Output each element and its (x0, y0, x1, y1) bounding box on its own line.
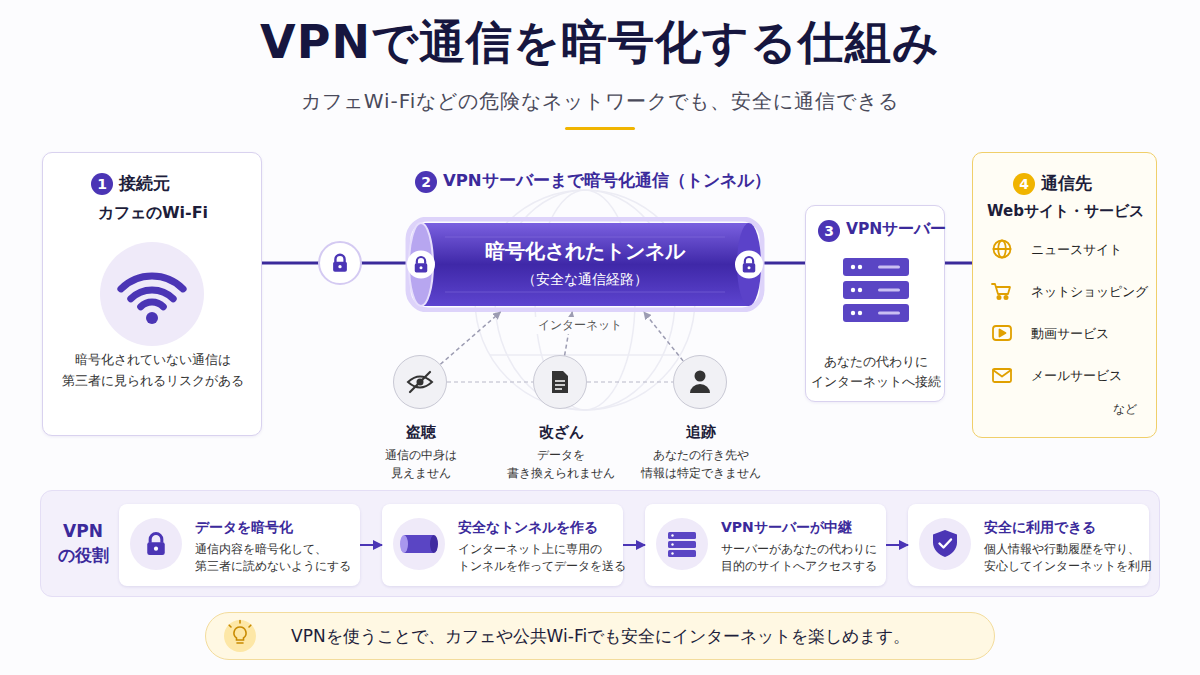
threat-circle: 追跡あなたの行き先や 情報は特定できません (673, 355, 727, 409)
title-underline (565, 127, 635, 130)
threat-description: 通信の中身は 見えません (366, 446, 476, 482)
tunnel-shape (421, 223, 749, 306)
tunnel-shape (408, 219, 762, 310)
role-card: VPNサーバーが中継サーバーがあなたの代わりに 目的のサイトへアクセスする (645, 504, 886, 586)
service-item: メールサービス (1031, 367, 1122, 386)
flow-arrow (623, 544, 645, 546)
card-heading: 安全なトンネルを作る (458, 517, 598, 537)
callout-number: 2 (415, 171, 437, 193)
diagram-title: VPNで通信を暗号化する仕組み (0, 12, 1200, 74)
role-card: 安全なトンネルを作るインターネット上に専用の トンネルを作ってデータを送る (382, 504, 623, 586)
band-heading: VPN の役割 (51, 520, 115, 568)
card-description: インターネット上に専用の トンネルを作ってデータを送る (458, 541, 622, 576)
card-heading: 安全に利用できる (984, 517, 1096, 537)
card-description: 通信内容を暗号化して、 第三者に読めないようにする (195, 541, 359, 576)
tunnel-wire (262, 262, 405, 265)
threat-description: あなたの行き先や 情報は特定できません (626, 446, 776, 482)
role-band: VPN の役割データを暗号化通信内容を暗号化して、 第三者に読めないようにする安… (40, 490, 1160, 597)
tunnel-wire (945, 262, 972, 265)
threat-heading: 追跡 (621, 422, 781, 444)
service-item: ニュースサイト (1031, 241, 1122, 260)
wire-lock (333, 255, 347, 272)
tunnel-subtitle: （安全な通信経路） (405, 269, 765, 289)
card-heading: データを暗号化 (195, 517, 293, 537)
box-subheading: Webサイト・サービス (973, 201, 1158, 223)
destination-box: 4 通信先 Webサイト・サービスニュースサイトネットショッピング動画サービスメール… (972, 152, 1157, 438)
source-box: 1 接続元カフェのWi-Fi 暗号化されていない通信は 第三者に見られるリスクがある (42, 152, 262, 436)
flow-arrow (360, 544, 382, 546)
tip-box: VPNを使うことで、カフェや公共Wi-Fiでも安全にインターネットを楽しめます。 (205, 612, 995, 660)
role-card: 安全に利用できる個人情報や行動履歴を守り、 安心してインターネットを利用 (908, 504, 1149, 586)
callout-number: 3 (818, 220, 840, 242)
flow-arrow (886, 544, 908, 546)
threat-link (587, 381, 673, 382)
callout-number: 1 (91, 173, 113, 195)
box-subheading: カフェのWi-Fi (43, 201, 263, 224)
tunnel-heading: VPNサーバーまで暗号化通信（トンネル） (443, 169, 771, 193)
threat-circle: 盗聴通信の中身は 見えません (393, 355, 447, 409)
box-heading: 通信先 (1041, 171, 1092, 196)
tip-text: VPNを使うことで、カフェや公共Wi-Fiでも安全にインターネットを楽しめます。 (291, 624, 910, 649)
tunnel-title: 暗号化されたトンネル (405, 237, 765, 266)
service-item: ネットショッピング (1031, 283, 1148, 302)
box-description: 暗号化されていない通信は 第三者に見られるリスクがある (53, 349, 253, 392)
subtitle-text: カフェWi-Fiなどの危険なネットワークでも、安全に通信できる (0, 88, 1200, 115)
tunnel-shape (415, 257, 428, 272)
callout-number: 4 (1013, 173, 1035, 195)
title-underline (565, 127, 635, 130)
tunnel-shape (407, 251, 435, 279)
card-description: 個人情報や行動履歴を守り、 安心してインターネットを利用 (984, 541, 1148, 576)
tunnel-shape (405, 217, 765, 312)
threat-description: データを 書き換えられません (496, 446, 626, 482)
role-card: データを暗号化通信内容を暗号化して、 第三者に読めないようにする (119, 504, 360, 586)
vpn-server-box: 3 VPNサーバーあなたの代わりに インターネットへ接続 (805, 205, 945, 402)
threat-heading: 改ざん (481, 422, 641, 444)
threat-circle: 改ざんデータを 書き換えられません (533, 355, 587, 409)
encrypted-tunnel: 2VPNサーバーまで暗号化通信（トンネル）暗号化されたトンネル（安全な通信経路） (405, 165, 765, 312)
tunnel-wire (765, 262, 805, 265)
box-description: あなたの代わりに インターネットへ接続 (808, 352, 944, 392)
threat-arrow (644, 312, 683, 361)
service-item: 動画サービス (1031, 325, 1109, 344)
box-heading: 接続元 (119, 171, 170, 196)
card-heading: VPNサーバーが中継 (721, 517, 852, 537)
tunnel-shape (735, 251, 763, 279)
threat-arrow (440, 312, 500, 364)
note-text: など (1113, 401, 1137, 418)
threat-arrow (565, 312, 573, 355)
box-heading: VPNサーバー (846, 218, 946, 240)
network-label: インターネット (534, 317, 626, 334)
threat-link (447, 381, 533, 382)
tunnel-shape (743, 257, 756, 272)
wire-lock (319, 242, 361, 284)
wire-lock (319, 242, 361, 284)
card-description: サーバーがあなたの代わりに 目的のサイトへアクセスする (721, 541, 885, 576)
threat-heading: 盗聴 (341, 422, 501, 444)
